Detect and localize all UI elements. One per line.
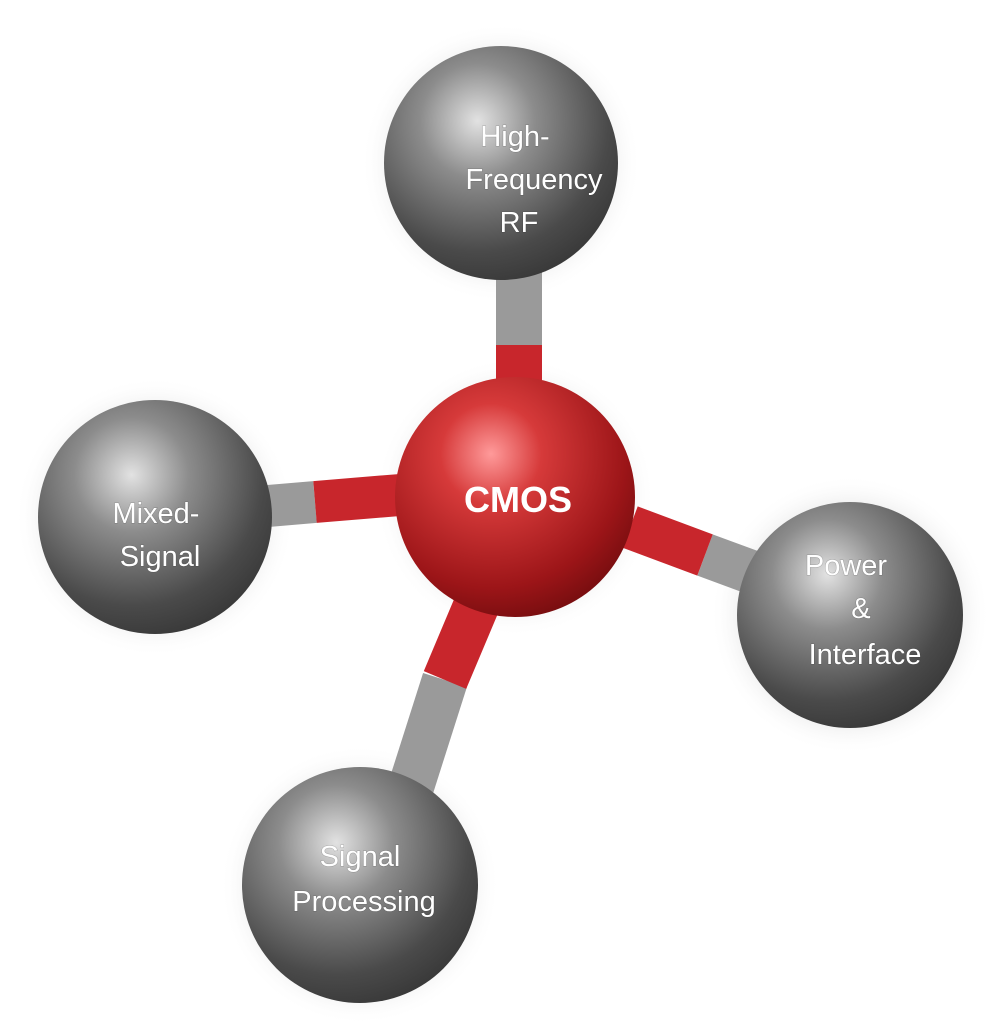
label-power-interface: Power & Interface	[805, 550, 922, 671]
label-high-frequency-rf: High- Frequency RF	[465, 121, 610, 239]
spheres	[38, 46, 963, 1003]
label-mixed-signal: Mixed- Signal	[112, 498, 207, 573]
cmos-label: CMOS	[464, 479, 572, 520]
label-line: Processing	[292, 886, 435, 918]
label-line: Power	[805, 550, 888, 582]
label-line: &	[851, 593, 870, 625]
label-line: High-	[480, 121, 549, 153]
label-line: Frequency	[465, 164, 603, 196]
sphere-mixed-signal	[38, 400, 272, 634]
label-line: Signal	[320, 841, 401, 873]
sphere-power-interface	[737, 502, 963, 728]
label-line: RF	[500, 207, 539, 239]
sphere-cmos	[395, 377, 635, 617]
sphere-high-frequency-rf	[384, 46, 618, 280]
label-signal-processing: Signal Processing	[292, 841, 435, 918]
label-line: Interface	[809, 639, 922, 671]
label-line: Mixed-	[112, 498, 199, 530]
sphere-signal-processing	[242, 767, 478, 1003]
bond-signal-processing	[388, 576, 507, 797]
label-line: Signal	[120, 541, 201, 573]
